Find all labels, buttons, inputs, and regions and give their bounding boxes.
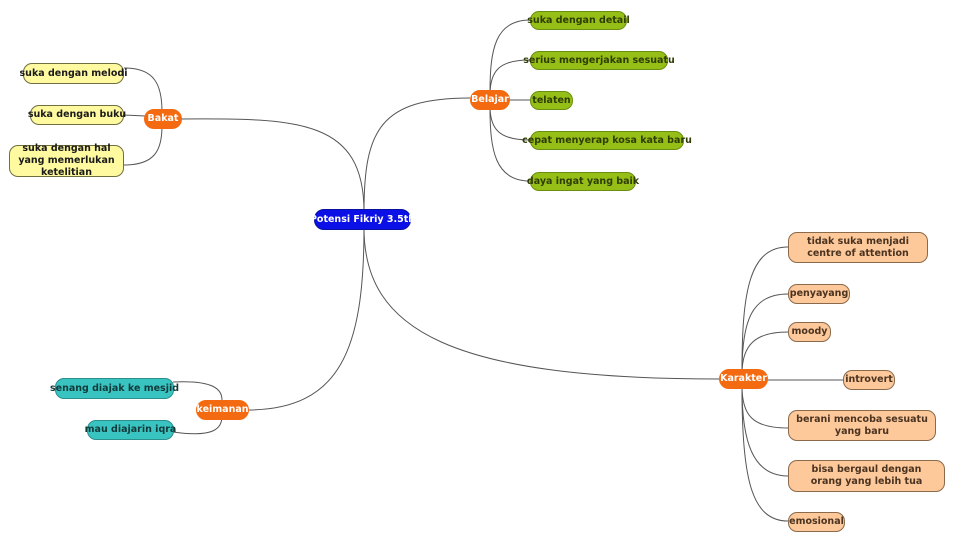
branch-keimanan[interactable]: keimanan (196, 400, 249, 420)
karakter-item[interactable]: bisa bergaul dengan orang yang lebih tua (788, 460, 945, 492)
keimanan-item[interactable]: mau diajarin iqra (85, 420, 176, 440)
link-keimanan-1 (172, 381, 223, 401)
link-central-karakter (363, 227, 721, 380)
karakter-item[interactable]: introvert (843, 370, 895, 390)
link-central-belajar (363, 97, 471, 213)
karakter-item[interactable]: tidak suka menjadi centre of attention (788, 232, 928, 263)
belajar-item[interactable]: cepat menyerap kosa kata baru (522, 131, 692, 150)
branch-belajar[interactable]: Belajar (470, 90, 510, 110)
branch-bakat[interactable]: Bakat (144, 109, 182, 129)
bakat-item[interactable]: suka dengan melodi (20, 63, 127, 84)
belajar-item[interactable]: serius mengerjakan sesuatu (523, 51, 675, 70)
bakat-item[interactable]: suka dengan hal yang memerlukan keteliti… (9, 143, 124, 178)
link-bakat-2 (123, 114, 146, 117)
link-bakat-1 (123, 67, 163, 113)
karakter-item[interactable]: penyayang (788, 284, 850, 304)
link-belajar-1 (489, 19, 531, 93)
link-karakter-2 (741, 293, 789, 373)
link-central-bakat (180, 118, 365, 213)
link-belajar-5 (489, 107, 531, 182)
belajar-item[interactable]: suka dengan detail (527, 11, 630, 30)
link-central-keimanan (246, 227, 365, 411)
keimanan-item[interactable]: senang diajak ke mesjid (50, 378, 179, 399)
link-bakat-3 (123, 125, 163, 166)
link-belajar-2 (489, 59, 531, 96)
karakter-item[interactable]: emosional (788, 512, 845, 532)
branch-karakter[interactable]: Karakter (719, 369, 768, 389)
link-karakter-7 (741, 389, 789, 522)
karakter-item[interactable]: moody (788, 322, 831, 342)
link-karakter-5 (741, 385, 789, 429)
belajar-item[interactable]: telaten (530, 91, 573, 110)
link-karakter-6 (741, 387, 789, 477)
link-karakter-3 (741, 331, 789, 375)
central-topic[interactable]: Potensi Fikriy 3.5th (310, 209, 415, 230)
link-karakter-1 (741, 246, 789, 371)
bakat-item[interactable]: suka dengan buku (28, 105, 126, 125)
belajar-item[interactable]: daya ingat yang baik (527, 172, 639, 191)
karakter-item[interactable]: berani mencoba sesuatu yang baru (788, 410, 936, 441)
